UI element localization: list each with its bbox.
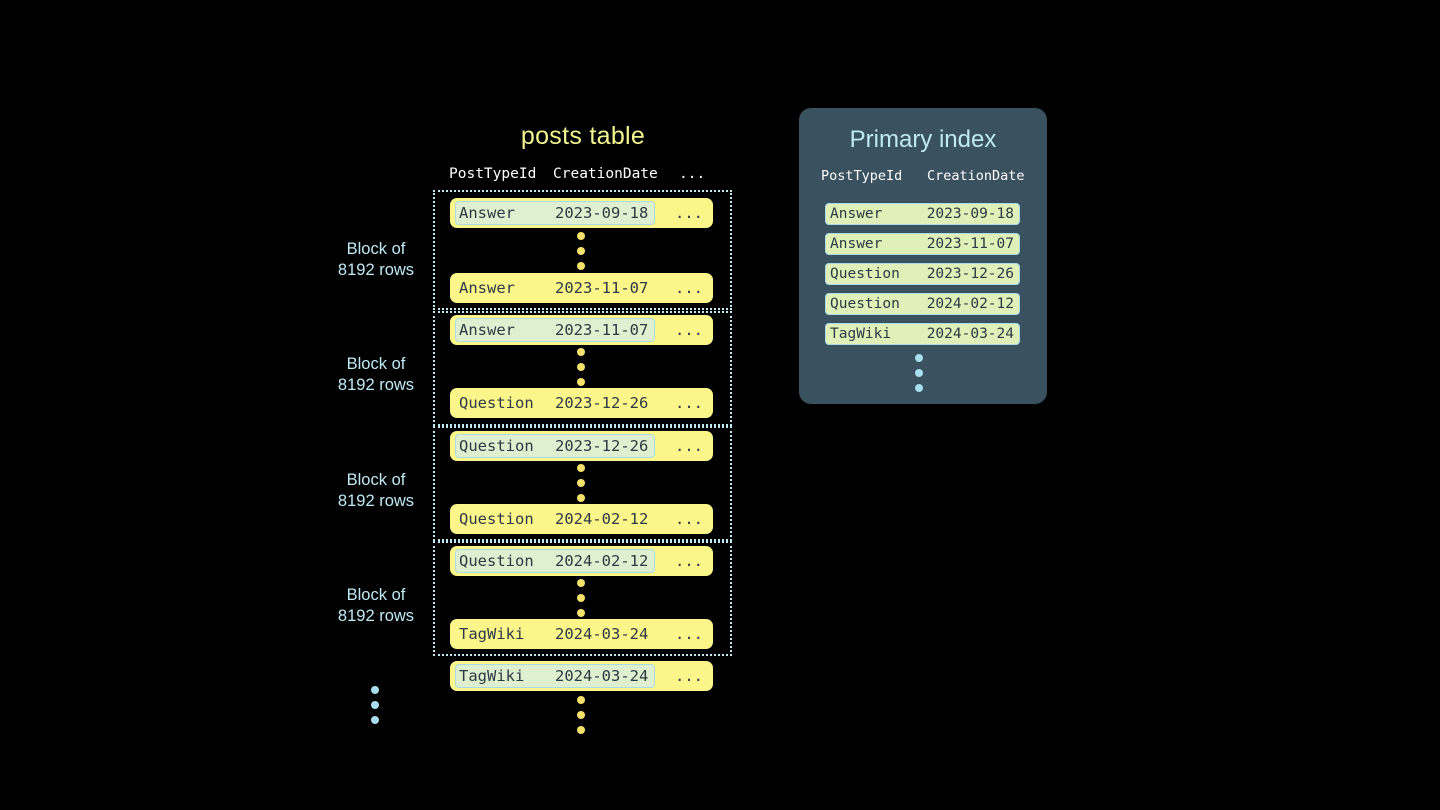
- table-row: Question 2024-02-12 ...: [450, 504, 713, 534]
- cell-creationdate: 2023-11-07: [555, 279, 649, 297]
- index-cell-creationdate: 2024-02-12: [926, 296, 1014, 312]
- index-row: Answer 2023-11-07: [825, 233, 1020, 255]
- index-column-header-creationdate: CreationDate: [927, 168, 1025, 184]
- ellipsis-dots-blocks-continue: [371, 686, 381, 731]
- posts-table-title: posts table: [520, 122, 646, 150]
- index-cell-creationdate: 2023-09-18: [926, 206, 1014, 222]
- block-label-1: Block of 8192 rows: [316, 239, 436, 281]
- primary-index-title: Primary index: [849, 126, 997, 153]
- row-cells: Question 2024-02-12: [455, 549, 655, 573]
- cell-posttypeid: TagWiki: [459, 667, 525, 685]
- block-label-4-line1: Block of: [346, 586, 406, 604]
- cell-posttypeid: Answer: [459, 279, 515, 297]
- cell-creationdate: 2023-12-26: [555, 437, 649, 455]
- cell-ellipsis: ...: [675, 204, 703, 222]
- cell-posttypeid: Question: [459, 510, 534, 528]
- column-header-posttypeid: PostTypeId: [449, 166, 537, 182]
- row-cells: TagWiki 2024-03-24: [455, 622, 655, 646]
- ellipsis-dots-vertical: [577, 232, 587, 277]
- block-label-2-line2: 8192 rows: [337, 376, 415, 394]
- ellipsis-dots-index-continues: [915, 354, 925, 399]
- block-label-4: Block of 8192 rows: [316, 585, 436, 627]
- index-cell-creationdate: 2024-03-24: [926, 326, 1014, 342]
- table-row: TagWiki 2024-03-24 ...: [450, 619, 713, 649]
- index-row: Answer 2023-09-18: [825, 203, 1020, 225]
- table-row: Answer 2023-11-07 ...: [450, 273, 713, 303]
- row-cells: TagWiki 2024-03-24: [455, 664, 655, 688]
- cell-posttypeid: Answer: [459, 204, 515, 222]
- column-header-ellipsis: ...: [679, 166, 706, 182]
- block-label-1-line1: Block of: [346, 240, 406, 258]
- row-cells: Question 2023-12-26: [455, 391, 655, 415]
- cell-creationdate: 2024-02-12: [555, 552, 649, 570]
- cell-ellipsis: ...: [675, 625, 703, 643]
- cell-posttypeid: TagWiki: [459, 625, 525, 643]
- table-row: Answer 2023-11-07 ...: [450, 315, 713, 345]
- ellipsis-dots-vertical: [577, 348, 587, 393]
- posts-table-column-headers: PostTypeId CreationDate ...: [449, 166, 719, 186]
- table-block-4: [433, 541, 732, 656]
- index-row: Question 2024-02-12: [825, 293, 1020, 315]
- index-row: Question 2023-12-26: [825, 263, 1020, 285]
- cell-posttypeid: Question: [459, 394, 534, 412]
- index-cell-posttypeid: TagWiki: [830, 326, 892, 342]
- table-row: Question 2024-02-12 ...: [450, 546, 713, 576]
- primary-index-panel: Primary index PostTypeId CreationDate An…: [799, 108, 1047, 404]
- table-row: Question 2023-12-26 ...: [450, 388, 713, 418]
- cell-creationdate: 2024-03-24: [555, 667, 649, 685]
- cell-posttypeid: Answer: [459, 321, 515, 339]
- table-row: Question 2023-12-26 ...: [450, 431, 713, 461]
- index-cell-posttypeid: Question: [830, 266, 900, 282]
- index-cell-posttypeid: Answer: [830, 206, 883, 222]
- block-label-2: Block of 8192 rows: [316, 354, 436, 396]
- index-cell-posttypeid: Question: [830, 296, 900, 312]
- row-cells: Answer 2023-11-07: [455, 276, 655, 300]
- cell-creationdate: 2023-09-18: [555, 204, 649, 222]
- index-cell-creationdate: 2023-12-26: [926, 266, 1014, 282]
- row-cells: Answer 2023-11-07: [455, 318, 655, 342]
- cell-ellipsis: ...: [675, 667, 703, 685]
- table-block-3: [433, 426, 732, 541]
- row-cells: Question 2024-02-12: [455, 507, 655, 531]
- column-header-creationdate: CreationDate: [553, 166, 658, 182]
- row-cells: Question 2023-12-26: [455, 434, 655, 458]
- block-label-1-line2: 8192 rows: [337, 261, 415, 279]
- cell-ellipsis: ...: [675, 437, 703, 455]
- cell-posttypeid: Question: [459, 437, 534, 455]
- cell-posttypeid: Question: [459, 552, 534, 570]
- ellipsis-dots-table-continues: [577, 696, 587, 741]
- cell-ellipsis: ...: [675, 321, 703, 339]
- cell-creationdate: 2024-02-12: [555, 510, 649, 528]
- index-row: TagWiki 2024-03-24: [825, 323, 1020, 345]
- index-column-header-posttypeid: PostTypeId: [821, 168, 903, 184]
- index-cell-creationdate: 2023-11-07: [926, 236, 1014, 252]
- primary-index-column-headers: PostTypeId CreationDate: [821, 168, 1031, 188]
- cell-ellipsis: ...: [675, 552, 703, 570]
- table-row-trailing: TagWiki 2024-03-24 ...: [450, 661, 713, 691]
- cell-creationdate: 2023-11-07: [555, 321, 649, 339]
- cell-creationdate: 2024-03-24: [555, 625, 649, 643]
- index-cell-posttypeid: Answer: [830, 236, 883, 252]
- table-block-1: [433, 190, 732, 310]
- block-label-3-line1: Block of: [346, 471, 406, 489]
- cell-ellipsis: ...: [675, 510, 703, 528]
- row-cells: Answer 2023-09-18: [455, 201, 655, 225]
- table-row: Answer 2023-09-18 ...: [450, 198, 713, 228]
- block-label-3-line2: 8192 rows: [337, 492, 415, 510]
- table-block-2: [433, 311, 732, 426]
- cell-creationdate: 2023-12-26: [555, 394, 649, 412]
- block-label-2-line1: Block of: [346, 355, 406, 373]
- cell-ellipsis: ...: [675, 279, 703, 297]
- ellipsis-dots-vertical: [577, 579, 587, 624]
- cell-ellipsis: ...: [675, 394, 703, 412]
- ellipsis-dots-vertical: [577, 464, 587, 509]
- block-label-4-line2: 8192 rows: [337, 607, 415, 625]
- block-label-3: Block of 8192 rows: [316, 470, 436, 512]
